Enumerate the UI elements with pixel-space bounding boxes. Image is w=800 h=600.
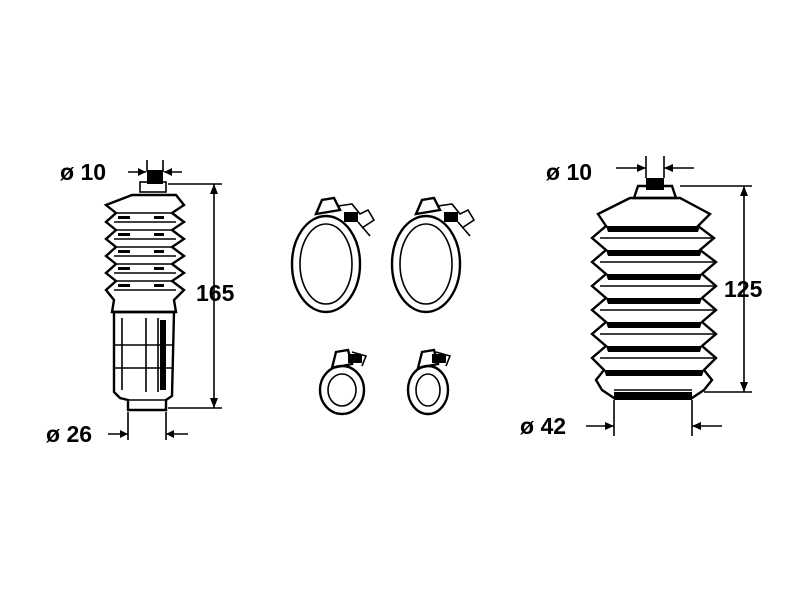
- left-boot-dimensions: [108, 160, 222, 440]
- small-clamp-icon: [406, 348, 452, 416]
- right-bottom-diameter-label: ø 42: [520, 413, 566, 439]
- left-bottom-diameter-label: ø 26: [46, 421, 92, 447]
- large-clamp-icon: [390, 196, 476, 314]
- left-top-diameter-label: ø 10: [60, 159, 106, 185]
- left-bellows-boot-icon: [103, 170, 187, 412]
- small-clamp-icon: [318, 348, 368, 416]
- large-clamp-icon: [290, 196, 376, 314]
- right-top-diameter-label: ø 10: [546, 159, 592, 185]
- right-boot-dimensions: [586, 156, 752, 436]
- left-length-label: 165: [196, 280, 235, 306]
- right-length-label: 125: [724, 276, 763, 302]
- right-bellows-boot-icon: [590, 178, 718, 400]
